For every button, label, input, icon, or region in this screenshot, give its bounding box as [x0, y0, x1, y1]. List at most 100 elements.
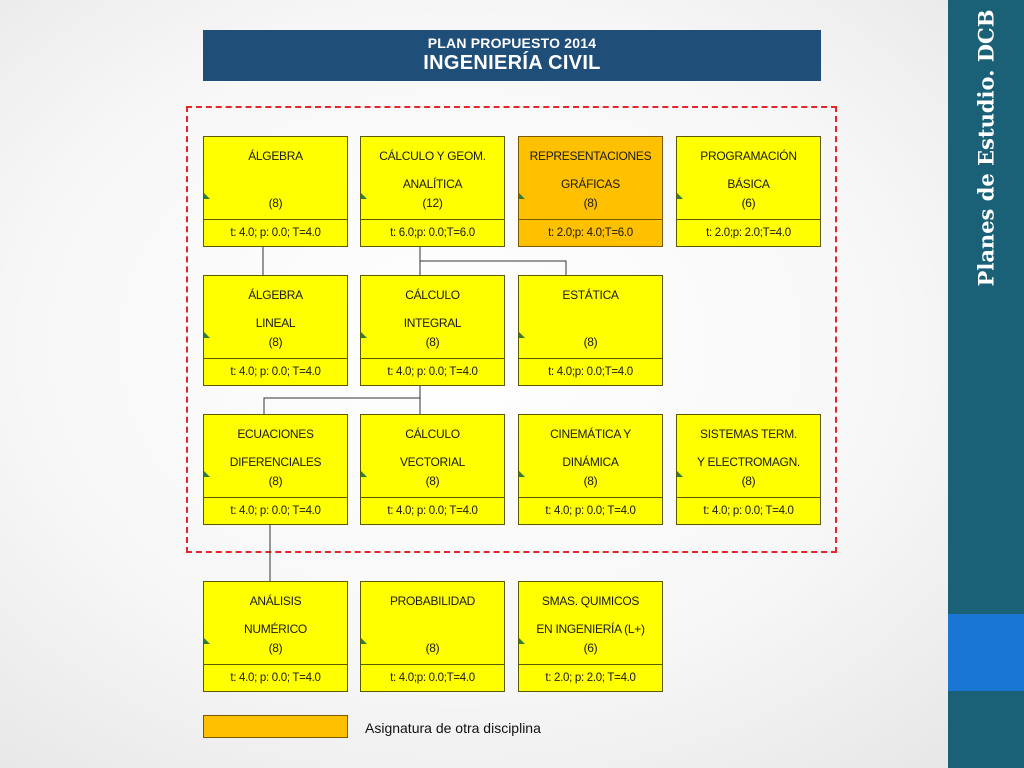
course-credits: (8)	[268, 474, 283, 488]
course-box-calculo-geom: CÁLCULO Y GEOM. ANALÍTICA (12) t: 6.0;p: 0.…	[360, 136, 505, 247]
course-name-line1: ÁLGEBRA	[248, 149, 303, 163]
course-name-line1: PROGRAMACIÓN	[700, 149, 797, 163]
course-name-line1: SMAS. QUIMICOS	[541, 594, 640, 608]
course-header: PROBABILIDAD(8)	[361, 582, 504, 665]
course-box-sistemas: SISTEMAS TERM.Y ELECTROMAGN.(8) t: 4.0; p…	[676, 414, 821, 525]
comment-marker-icon	[519, 471, 525, 477]
course-credits: (8)	[583, 196, 598, 210]
course-name-line1: ECUACIONES	[237, 427, 314, 441]
header-banner: PLAN PROPUESTO 2014 INGENIERÍA CIVIL	[203, 30, 821, 81]
course-header: ECUACIONES DIFERENCIALES (8)	[204, 415, 347, 498]
course-hours: t: 4.0;p: 0.0;T=4.0	[390, 672, 475, 684]
course-header: CÁLCULO Y GEOM. ANALÍTICA (12)	[361, 137, 504, 220]
comment-marker-icon	[519, 638, 525, 644]
comment-marker-icon	[361, 638, 367, 644]
course-name-line1: CÁLCULO Y GEOM.	[379, 149, 486, 163]
course-credits: (8)	[268, 196, 283, 210]
sidebar-accent-block	[948, 614, 1024, 691]
course-box-programacion: PROGRAMACIÓN BÁSICA (6) t: 2.0;p: 2.0;T=4.0	[676, 136, 821, 247]
course-header: PROGRAMACIÓN BÁSICA (6)	[677, 137, 820, 220]
dashed-selection-region	[186, 106, 837, 553]
legend-swatch	[203, 715, 348, 738]
course-name-line2: DIFERENCIALES	[229, 455, 322, 469]
legend-label: Asignatura de otra disciplina	[365, 720, 541, 736]
course-name-line2: NUMÉRICO	[244, 622, 307, 636]
connector-calculo-to-row2	[419, 247, 567, 275]
comment-marker-icon	[519, 332, 525, 338]
course-hours: t: 4.0; p: 0.0; T=4.0	[230, 227, 321, 239]
course-hours: t: 6.0;p: 0.0;T=6.0	[390, 227, 475, 239]
course-credits: (8)	[583, 335, 598, 349]
comment-marker-icon	[361, 471, 367, 477]
course-box-analisis: ANÁLISIS NUMÉRICO (8) t: 4.0; p: 0.0; T=4.0	[203, 581, 348, 692]
course-name-line1: CINEMÁTICA Y	[550, 427, 631, 441]
course-box-estatica: ESTÁTICA (8) t: 4.0;p: 0.0;T=4.0	[518, 275, 663, 386]
course-hours: t: 4.0;p: 0.0;T=4.0	[548, 366, 633, 378]
course-name-line1: CÁLCULO	[405, 288, 460, 302]
comment-marker-icon	[204, 638, 210, 644]
comment-marker-icon	[519, 193, 525, 199]
course-name-line1: ANÁLISIS	[249, 594, 302, 608]
course-name-line1: CÁLCULO	[405, 427, 460, 441]
course-box-calculo-integral: CÁLCULO INTEGRAL (8) t: 4.0; p: 0.0; T=4.0	[360, 275, 505, 386]
course-name-line1: ÁLGEBRA	[248, 288, 303, 302]
course-header: CINEMÁTICA Y DINÁMICA (8)	[519, 415, 662, 498]
course-name-line1: ESTÁTICA	[562, 288, 619, 302]
course-box-probabilidad: PROBABILIDAD(8) t: 4.0;p: 0.0;T=4.0	[360, 581, 505, 692]
course-header: ANÁLISIS NUMÉRICO (8)	[204, 582, 347, 665]
comment-marker-icon	[361, 193, 367, 199]
course-hours: t: 4.0; p: 0.0; T=4.0	[703, 505, 794, 517]
course-hours: t: 4.0; p: 0.0; T=4.0	[387, 505, 478, 517]
comment-marker-icon	[677, 193, 683, 199]
course-credits: (8)	[741, 474, 756, 488]
course-hours: t: 4.0; p: 0.0; T=4.0	[545, 505, 636, 517]
course-credits: (8)	[425, 474, 440, 488]
course-header: ESTÁTICA (8)	[519, 276, 662, 359]
course-box-ecuaciones: ECUACIONES DIFERENCIALES (8) t: 4.0; p: 0.0…	[203, 414, 348, 525]
course-credits: (8)	[268, 641, 283, 655]
course-box-quimicos: SMAS. QUIMICOS EN INGENIERÍA (L+) (6) t: 2.…	[518, 581, 663, 692]
course-name-line2: ANALÍTICA	[402, 177, 463, 191]
course-header: SISTEMAS TERM.Y ELECTROMAGN.(8)	[677, 415, 820, 498]
course-header: ÁLGEBRA LINEAL (8)	[204, 276, 347, 359]
course-hours: t: 4.0; p: 0.0; T=4.0	[387, 366, 478, 378]
program-title: INGENIERÍA CIVIL	[423, 52, 601, 74]
course-credits: (6)	[583, 641, 598, 655]
course-box-cinematica: CINEMÁTICA Y DINÁMICA (8) t: 4.0; p: 0.0; T…	[518, 414, 663, 525]
course-header: ÁLGEBRA (8)	[204, 137, 347, 220]
comment-marker-icon	[204, 193, 210, 199]
course-hours: t: 2.0;p: 4.0;T=6.0	[548, 227, 633, 239]
course-hours: t: 2.0; p: 2.0; T=4.0	[545, 672, 636, 684]
course-box-algebra-lineal: ÁLGEBRA LINEAL (8) t: 4.0; p: 0.0; T=4.0	[203, 275, 348, 386]
course-name-line2: LINEAL	[255, 316, 296, 330]
comment-marker-icon	[677, 471, 683, 477]
course-box-representaciones: REPRESENTACIONES GRÁFICAS (8) t: 2.0;p: 4.0…	[518, 136, 663, 247]
course-header: CÁLCULO INTEGRAL (8)	[361, 276, 504, 359]
course-name-line2: INTEGRAL	[403, 316, 462, 330]
course-hours: t: 4.0; p: 0.0; T=4.0	[230, 366, 321, 378]
course-hours: t: 4.0; p: 0.0; T=4.0	[230, 672, 321, 684]
comment-marker-icon	[361, 332, 367, 338]
course-name-line1: REPRESENTACIONES	[529, 149, 652, 163]
course-name-line1: SISTEMAS TERM.	[700, 427, 797, 441]
comment-marker-icon	[204, 332, 210, 338]
course-name-line2: DINÁMICA	[562, 455, 619, 469]
course-hours: t: 4.0; p: 0.0; T=4.0	[230, 505, 321, 517]
course-header: SMAS. QUIMICOS EN INGENIERÍA (L+) (6)	[519, 582, 662, 665]
course-name-line2: GRÁFICAS	[561, 177, 620, 191]
course-credits: (6)	[741, 196, 756, 210]
course-credits: (8)	[425, 335, 440, 349]
sidebar-title: Planes de Estudio. DCB	[973, 9, 999, 287]
course-credits: (8)	[268, 335, 283, 349]
course-hours: t: 2.0;p: 2.0;T=4.0	[706, 227, 791, 239]
course-name-line2: EN INGENIERÍA (L+)	[536, 622, 645, 636]
course-name-line2: BÁSICA	[727, 177, 770, 191]
course-box-algebra: ÁLGEBRA (8) t: 4.0; p: 0.0; T=4.0	[203, 136, 348, 247]
course-credits: (12)	[422, 196, 443, 210]
course-credits: (8)	[583, 474, 598, 488]
comment-marker-icon	[204, 471, 210, 477]
plan-title: PLAN PROPUESTO 2014	[427, 35, 597, 51]
